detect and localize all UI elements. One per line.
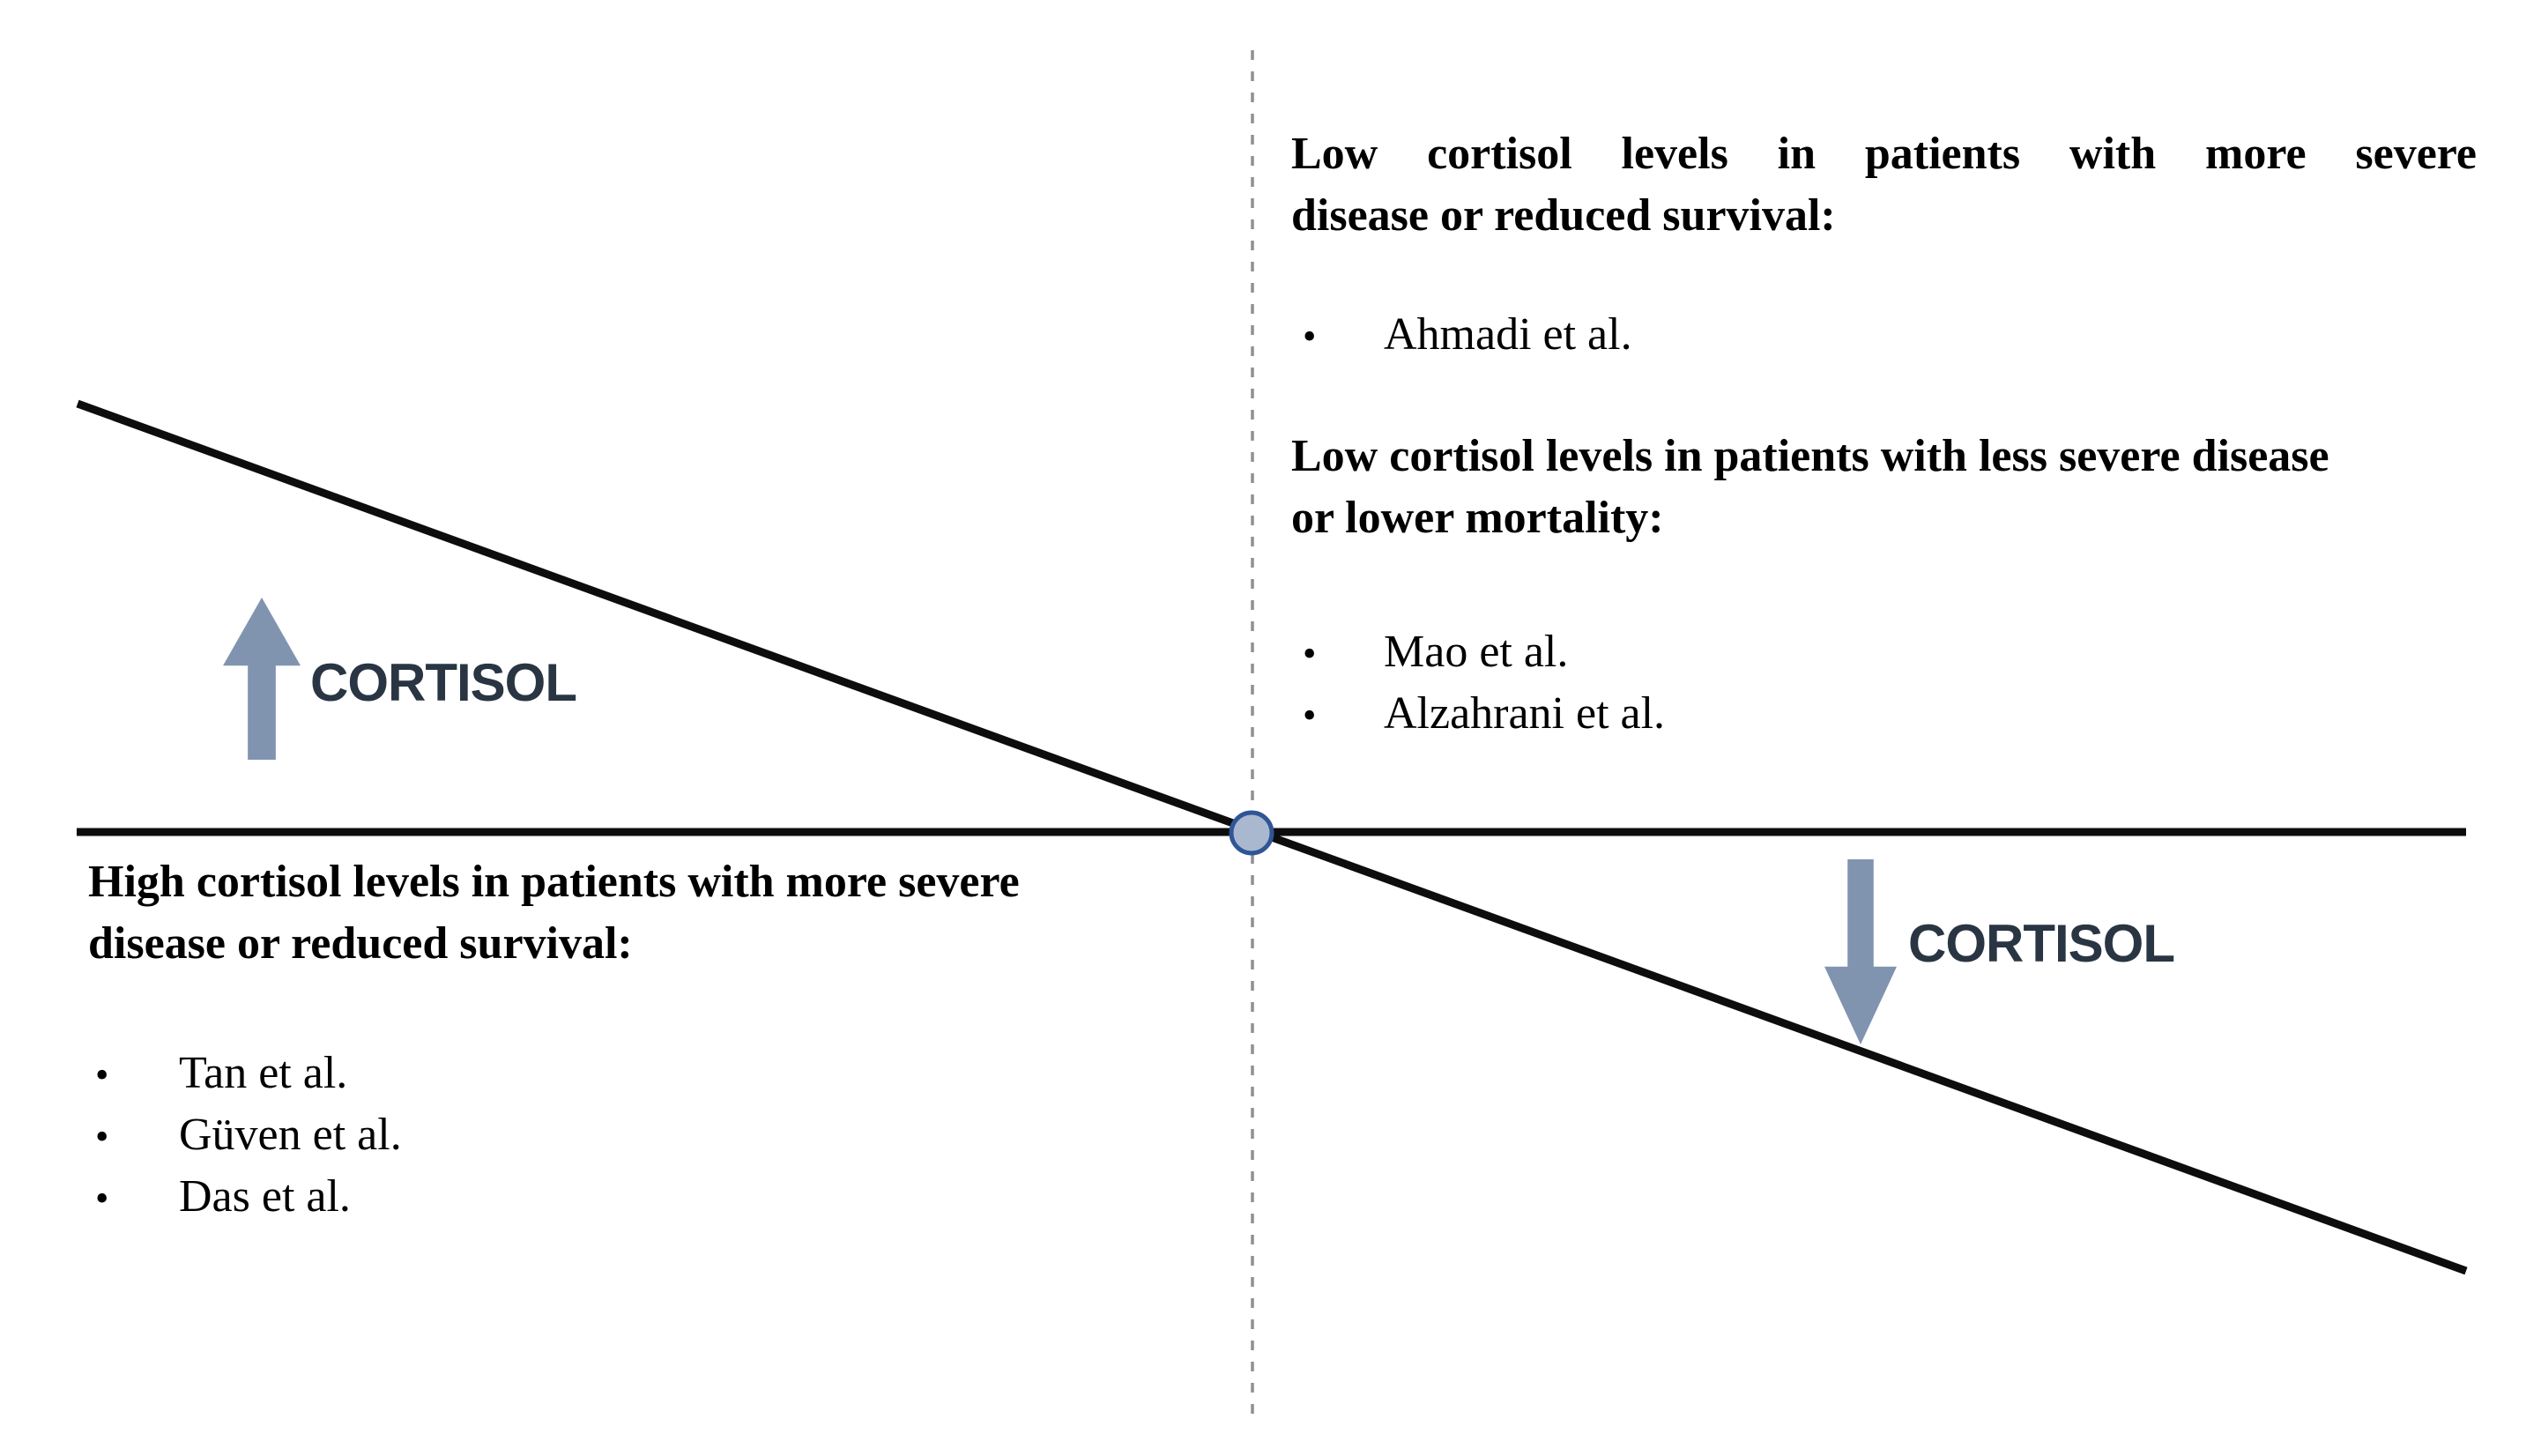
heading-line-2: disease or reduced survival: <box>1291 190 1836 241</box>
intersection-dot <box>1229 810 1274 856</box>
cortisol-down-label: CORTISOL <box>1908 914 2175 973</box>
citation-list-high-more-severe: • Tan et al. • Güven et al. • Das et al. <box>95 1043 402 1228</box>
bullet-icon: • <box>95 1115 109 1158</box>
bullet-icon: • <box>1303 632 1317 675</box>
bullet-icon: • <box>95 1053 109 1096</box>
heading-line-1: High cortisol levels in patients with mo… <box>88 857 1020 907</box>
citation-list-low-less-severe: • Mao et al. • Alzahrani et al. <box>1303 621 1665 745</box>
citation-text: Güven et al. <box>179 1110 402 1160</box>
cortisol-up-label: CORTISOL <box>310 653 577 712</box>
citation-text: Das et al. <box>179 1171 351 1222</box>
list-item: • Das et al. <box>95 1166 402 1228</box>
bullet-icon: • <box>1303 315 1317 358</box>
list-item: • Alzahrani et al. <box>1303 683 1665 745</box>
list-item: • Mao et al. <box>1303 621 1665 683</box>
heading-line-2: or lower mortality: <box>1291 493 1664 543</box>
citation-text: Tan et al. <box>179 1048 348 1098</box>
heading-line-1: Low cortisol levels in patients with les… <box>1291 431 2329 481</box>
list-item: • Güven et al. <box>95 1104 402 1166</box>
citation-text: Ahmadi et al. <box>1384 309 1632 360</box>
citation-text: Mao et al. <box>1384 627 1569 677</box>
heading-low-cortisol-less-severe: Low cortisol levels in patients with les… <box>1291 426 2329 549</box>
heading-low-cortisol-more-severe: Low cortisol levels in patients with mor… <box>1291 123 2477 247</box>
heading-high-cortisol-more-severe: High cortisol levels in patients with mo… <box>88 851 1020 975</box>
citation-text: Alzahrani et al. <box>1384 688 1666 739</box>
citation-list-low-more-severe: • Ahmadi et al. <box>1303 304 1632 366</box>
bullet-icon: • <box>1303 694 1317 737</box>
heading-line-1: Low cortisol levels in patients with mor… <box>1291 129 2477 179</box>
heading-line-2: disease or reduced survival: <box>88 918 633 969</box>
bullet-icon: • <box>95 1177 109 1220</box>
list-item: • Ahmadi et al. <box>1303 304 1632 366</box>
list-item: • Tan et al. <box>95 1043 402 1104</box>
